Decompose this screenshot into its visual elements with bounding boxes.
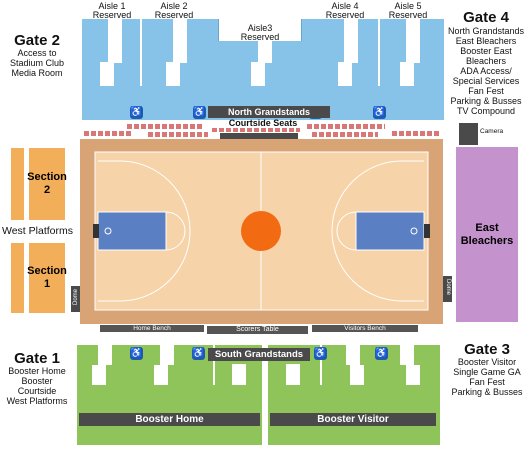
dome-left-marker	[71, 286, 80, 312]
gate-4-title: Gate 4	[463, 9, 509, 26]
west-section-1-strip	[11, 243, 24, 313]
booster-visitor-label[interactable]: Booster Visitor	[270, 413, 436, 426]
ada-icon-south-2: ♿	[192, 347, 205, 360]
right-free-throw-arc	[336, 211, 357, 251]
gate-1-info: Booster Home Booster Courtside West Plat…	[6, 366, 68, 406]
courtside-seats-row-2a[interactable]	[148, 132, 208, 137]
right-paint	[355, 211, 425, 251]
gate-4-info: North Grandstands East Bleachers Booster…	[447, 26, 525, 116]
west-section-2-strip	[11, 148, 24, 220]
courtside-seats-row-1b[interactable]	[127, 124, 202, 129]
camera-label: Camera	[480, 128, 504, 135]
ada-icon-south-3: ♿	[314, 347, 327, 360]
gate-2-title: Gate 2	[14, 32, 60, 49]
ada-icon-north-1: ♿	[130, 106, 143, 119]
right-hoop	[410, 227, 418, 235]
gate-3-info: Booster Visitor Single Game GA Fan Fest …	[451, 357, 523, 397]
aisle-1-label: Aisle 1 Reserved	[92, 1, 132, 20]
north-grandstands-label[interactable]: North Grandstands	[208, 106, 330, 118]
booster-home-label[interactable]: Booster Home	[79, 413, 260, 426]
gate-3-title: Gate 3	[464, 341, 510, 358]
ada-icon-south-4: ♿	[375, 347, 388, 360]
left-hoop	[104, 227, 112, 235]
north-section-dividers	[218, 19, 302, 41]
scorers-table: Scorers Table	[207, 326, 308, 334]
left-paint	[97, 211, 167, 251]
left-free-throw-arc	[165, 211, 186, 251]
aisle-5-label: Aisle 5 Reserved	[388, 1, 428, 20]
camera-platform	[459, 123, 478, 145]
courtside-seats-label: Courtside Seats	[228, 118, 298, 128]
right-three-point-line	[331, 160, 424, 302]
section-2[interactable]: Section 2	[27, 148, 67, 220]
center-circle	[241, 211, 281, 251]
home-bench: Home Bench	[100, 325, 204, 332]
south-aisle-cutouts	[92, 345, 420, 385]
gate-2-info: Access to Stadium Club Media Room	[9, 48, 65, 78]
aisle-4-label: Aisle 4 Reserved	[325, 1, 365, 20]
left-three-point-line	[98, 160, 191, 302]
left-backboard	[93, 224, 99, 238]
ada-icon-north-2: ♿	[193, 106, 206, 119]
courtside-seats-row-2b[interactable]	[312, 132, 378, 137]
courtside-seats-row-1e[interactable]	[392, 131, 440, 136]
dome-right-marker	[443, 276, 452, 302]
ada-icon-south-1: ♿	[130, 347, 143, 360]
aisle-2-label: Aisle 2 Reserved	[154, 1, 194, 20]
south-grandstands-label[interactable]: South Grandstands	[208, 348, 310, 361]
courtside-table	[220, 133, 298, 139]
ada-icon-north-4: ♿	[373, 106, 386, 119]
courtside-seats-row-1a[interactable]	[84, 131, 132, 136]
north-aisle-cutouts	[100, 19, 420, 86]
right-backboard	[424, 224, 430, 238]
section-1[interactable]: Section 1	[27, 243, 67, 313]
west-platforms-label: West Platforms	[2, 225, 73, 237]
courtside-seats-row-1c[interactable]	[212, 128, 300, 132]
gate-1-title: Gate 1	[14, 350, 60, 367]
courtside-seats-row-1d[interactable]	[307, 124, 385, 129]
visitors-bench: Visitors Bench	[312, 325, 418, 332]
aisle-3-label: Aisle3 Reserved	[240, 23, 280, 42]
east-bleachers-label: East Bleachers	[460, 221, 514, 247]
east-bleachers-section[interactable]: East Bleachers	[456, 147, 518, 322]
